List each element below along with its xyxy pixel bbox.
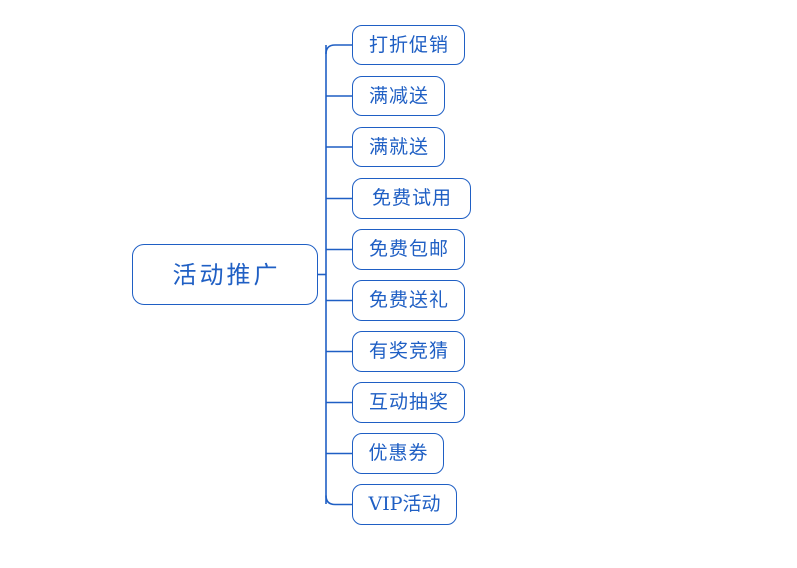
mindmap-node-child-2[interactable]: 满减送 — [352, 76, 445, 116]
mindmap-node-child-3[interactable]: 满就送 — [352, 127, 445, 167]
mindmap-node-child-5[interactable]: 免费包邮 — [352, 229, 465, 270]
connector-line — [325, 44, 352, 55]
mindmap-node-root[interactable]: 活动推广 — [132, 244, 318, 305]
mindmap-node-child-8[interactable]: 互动抽奖 — [352, 382, 465, 423]
mindmap-node-child-6[interactable]: 免费送礼 — [352, 280, 465, 321]
mindmap-node-child-4[interactable]: 免费试用 — [352, 178, 471, 219]
mindmap-node-child-9[interactable]: 优惠券 — [352, 433, 444, 474]
mindmap-node-child-1[interactable]: 打折促销 — [352, 25, 465, 65]
mindmap-node-child-7[interactable]: 有奖竞猜 — [352, 331, 465, 372]
connector-line — [325, 495, 352, 506]
mindmap-node-child-10[interactable]: VIP活动 — [352, 484, 457, 525]
